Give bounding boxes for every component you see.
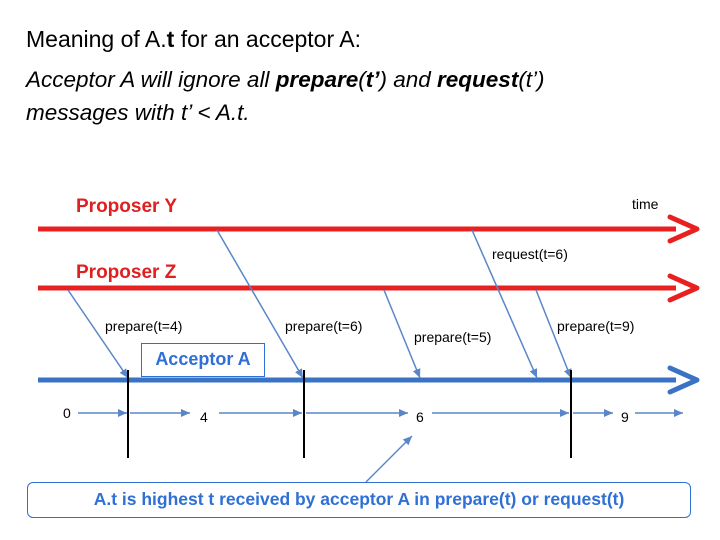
note-pointer-arrow — [365, 435, 413, 483]
message-arrow-request-6 — [471, 229, 538, 379]
proposer-y-label: Proposer Y — [76, 196, 177, 217]
proposer-y-timeline — [38, 214, 700, 244]
acceptor-a-label: Acceptor A — [141, 343, 265, 377]
message-label: prepare(t=5) — [414, 329, 491, 345]
statement-paren: ( — [358, 67, 366, 92]
statement-request: request — [437, 67, 519, 92]
statement-paren: ) — [379, 67, 387, 92]
rule-statement: Acceptor A will ignore all prepare(t’) a… — [26, 63, 545, 129]
note-box: A.t is highest t received by acceptor A … — [27, 482, 691, 518]
t-value-label: 0 — [63, 405, 71, 421]
message-label: prepare(t=4) — [105, 318, 182, 334]
t-value-label: 6 — [416, 409, 424, 425]
t-value-label: 9 — [621, 409, 629, 425]
title-suffix: for an acceptor A: — [174, 26, 361, 52]
message-arrow-prepare-9 — [535, 289, 572, 379]
statement-part: Acceptor A will ignore all — [26, 67, 276, 92]
statement-prepare: prepare — [275, 67, 359, 92]
title-bold-t: t — [166, 26, 175, 52]
acceptor-a-timeline — [38, 365, 700, 395]
proposer-z-label: Proposer Z — [76, 262, 177, 283]
message-label: prepare(t=6) — [285, 318, 362, 334]
statement-tprime: t’ — [365, 67, 380, 92]
message-label: request(t=6) — [492, 246, 568, 262]
t-value-label: 4 — [200, 409, 208, 425]
message-label: prepare(t=9) — [557, 318, 634, 334]
time-label: time — [632, 196, 659, 212]
slide-title: Meaning of A.t for an acceptor A: — [26, 26, 361, 53]
message-arrow-prepare-4 — [67, 289, 129, 379]
statement-request-arg: (t’) — [518, 67, 545, 92]
proposer-z-timeline — [38, 273, 700, 303]
message-arrow-prepare-6 — [216, 229, 304, 379]
statement-and: and — [386, 67, 438, 92]
statement-line2: messages with t’ < A.t. — [26, 100, 250, 125]
title-prefix: Meaning of A. — [26, 26, 167, 52]
message-arrow-prepare-5 — [383, 289, 421, 379]
